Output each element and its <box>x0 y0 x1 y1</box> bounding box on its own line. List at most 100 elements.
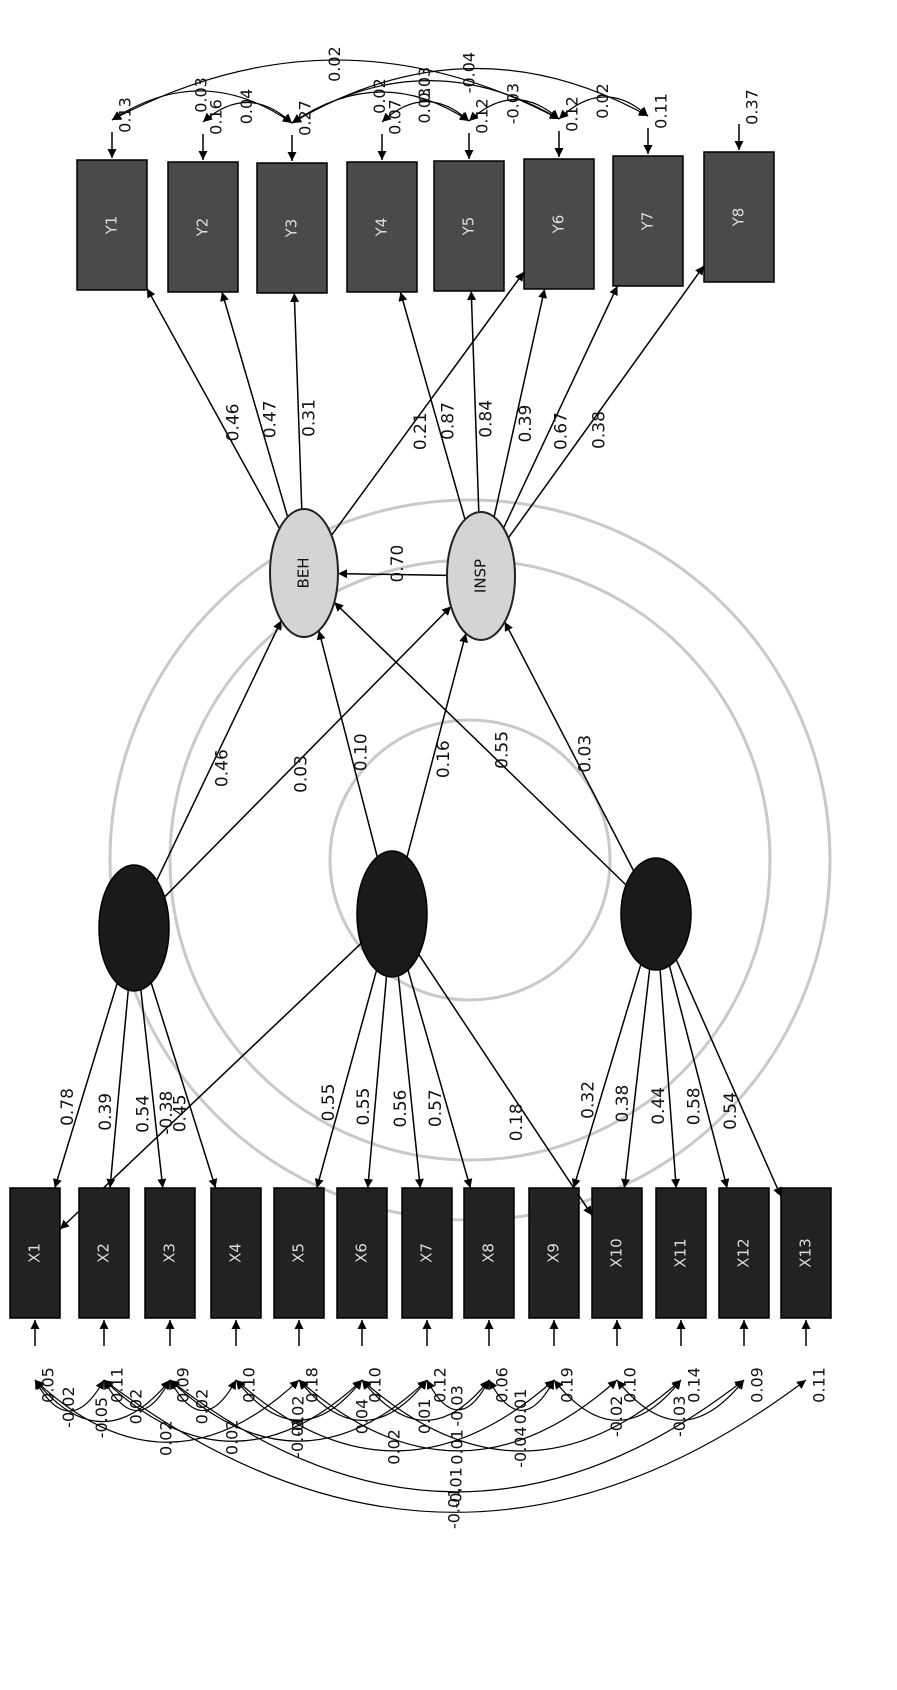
indicator-label-y7: Y7 <box>639 212 657 232</box>
coef-label-exo1-insp: 0.03 <box>291 755 311 793</box>
error-variance-y1: 0.13 <box>116 97 135 133</box>
coef-label-exo2-x7: 0.56 <box>391 1090 411 1128</box>
covariance-label-y1-y6: 0.02 <box>325 46 344 82</box>
covariance-label-x6-x8: 0.01 <box>415 1399 434 1435</box>
error-variance-y8: 0.37 <box>743 89 762 125</box>
covariance-label-x2-x3: 0.02 <box>127 1389 146 1425</box>
latent-exo3 <box>621 858 691 970</box>
covariance-label-y4-y5: 0.03 <box>415 88 434 124</box>
path-exo3-to-insp <box>505 622 634 871</box>
path-exo1-to-x4 <box>151 983 215 1188</box>
error-variance-y7: 0.11 <box>652 93 671 129</box>
covariance-label-x1-x5: 0.02 <box>157 1420 176 1456</box>
coef-label-exo2-x8: 0.57 <box>426 1089 446 1127</box>
coef-label-exo2-x1: -0.38 <box>157 1091 177 1135</box>
indicator-label-x7: X7 <box>418 1243 436 1263</box>
covariance-label-y6-y7: 0.02 <box>593 83 612 119</box>
coef-label-exo3-x13: 0.54 <box>721 1092 741 1130</box>
indicator-label-y5: Y5 <box>460 217 478 237</box>
indicator-label-x10: X10 <box>608 1238 626 1267</box>
coef-label-exo1-x3: 0.54 <box>134 1095 154 1133</box>
indicator-label-x8: X8 <box>480 1243 498 1263</box>
coef-label-beh-y6: 0.21 <box>411 412 431 450</box>
covariance-label-x1-x2: -0.02 <box>59 1386 78 1427</box>
error-variance-y3: 0.27 <box>296 100 315 136</box>
indicator-label-y1: Y1 <box>103 216 121 236</box>
indicator-label-y3: Y3 <box>283 219 301 239</box>
error-variance-x4: 0.10 <box>240 1367 259 1403</box>
latent-exo1 <box>99 865 169 991</box>
path-exo3-to-x10 <box>624 969 649 1188</box>
error-variance-x6: 0.10 <box>366 1367 385 1403</box>
indicator-label-y8: Y8 <box>730 208 748 228</box>
indicator-label-x3: X3 <box>161 1243 179 1263</box>
coef-label-exo1-x2: 0.39 <box>96 1093 116 1131</box>
coef-label-exo3-insp: 0.03 <box>575 735 595 773</box>
path-exo3-to-x9 <box>574 964 641 1188</box>
covariance-label-x2-x6: 0.02 <box>223 1419 242 1455</box>
covariance-label-y1-y3: 0.03 <box>192 77 211 113</box>
covariance-label-x3-x7: -0.01 <box>288 1416 307 1457</box>
coef-label-insp-y4: 0.87 <box>438 402 458 440</box>
coef-label-insp-y7: 0.67 <box>551 412 571 450</box>
indicator-label-x9: X9 <box>545 1243 563 1263</box>
coef-label-exo1-beh: 0.46 <box>213 749 233 787</box>
covariance-label-x8-x9: 0.01 <box>511 1389 530 1425</box>
covariance-label-x1-x3: -0.05 <box>92 1397 111 1438</box>
covariance-label-y3-y7: -0.04 <box>460 52 479 93</box>
covariance-label-x9-x11: -0.02 <box>607 1396 626 1437</box>
covariance-label-x5-x10: 0.01 <box>448 1429 467 1465</box>
covariance-label-x10-x12: -0.03 <box>670 1396 689 1437</box>
indicator-label-x11: X11 <box>672 1238 690 1267</box>
coef-label-exo3-x12: 0.58 <box>685 1087 705 1125</box>
indicator-label-x5: X5 <box>290 1243 308 1263</box>
covariance-label-x5-x7: 0.04 <box>353 1399 372 1435</box>
indicator-label-x12: X12 <box>735 1238 753 1267</box>
path-exo2-to-x6 <box>368 976 387 1188</box>
path-exo2-to-x5 <box>317 970 377 1188</box>
path-insp-to-y6 <box>494 289 545 517</box>
covariance-label-y5-y6: -0.03 <box>504 83 523 124</box>
coef-label-exo3-beh: 0.55 <box>492 731 512 769</box>
coef-label-insp-y5: 0.84 <box>477 400 497 438</box>
coef-label-beh-y3: 0.31 <box>300 399 320 437</box>
covariance-label-y2-y3: 0.04 <box>237 89 256 125</box>
coef-label-exo2-insp: 0.16 <box>434 740 454 778</box>
latent-label-insp: INSP <box>472 559 490 593</box>
indicator-label-x1: X1 <box>26 1243 44 1263</box>
error-variance-x9: 0.19 <box>558 1367 577 1403</box>
coef-label-exo3-x9: 0.32 <box>579 1081 599 1119</box>
coef-label-exo2-x5: 0.55 <box>319 1084 339 1122</box>
coef-label-exo3-x10: 0.38 <box>613 1085 633 1123</box>
path-exo1-to-x1 <box>55 983 117 1188</box>
coef-label-exo1-x1: 0.78 <box>58 1088 78 1126</box>
latent-label-beh: BEH <box>295 557 313 588</box>
coef-label-beh-y2: 0.47 <box>261 400 281 438</box>
error-variance-x13: 0.11 <box>810 1367 829 1403</box>
error-variance-x12: 0.09 <box>748 1367 767 1403</box>
path-exo1-to-x3 <box>141 990 163 1188</box>
error-variance-x1: 0.05 <box>39 1367 58 1403</box>
covariance-label-x7-x8: -0.03 <box>448 1385 467 1426</box>
coef-label-insp-y8: 0.38 <box>589 411 609 449</box>
latent-exo2 <box>357 851 427 977</box>
coef-label-exo3-x11: 0.44 <box>649 1087 669 1125</box>
covariance-label-x3-x4: 0.02 <box>193 1389 212 1425</box>
error-variance-x3: 0.09 <box>174 1367 193 1403</box>
error-variance-x8: 0.06 <box>493 1367 512 1403</box>
coef-label-exo2-beh: 0.10 <box>352 733 372 771</box>
covariance-label-x6-x11: -0.04 <box>511 1426 530 1467</box>
path-insp-to-y8 <box>508 266 704 538</box>
path-exo1-to-x2 <box>110 990 128 1188</box>
path-exo2-to-x10 <box>419 954 592 1215</box>
covariance-label-x4-x9: 0.02 <box>385 1429 404 1465</box>
covariance-label-x2-x13: -0.01 <box>445 1488 464 1529</box>
coef-label-exo2-x10: 0.18 <box>507 1103 527 1141</box>
path-layer <box>35 124 806 1346</box>
coef-label-insp-y6: 0.39 <box>516 405 536 443</box>
covariance-label-y3-y5: 0.02 <box>370 78 389 114</box>
indicator-label-y6: Y6 <box>550 215 568 235</box>
path-exo2-to-x7 <box>398 976 420 1188</box>
indicator-label-x4: X4 <box>227 1243 245 1263</box>
